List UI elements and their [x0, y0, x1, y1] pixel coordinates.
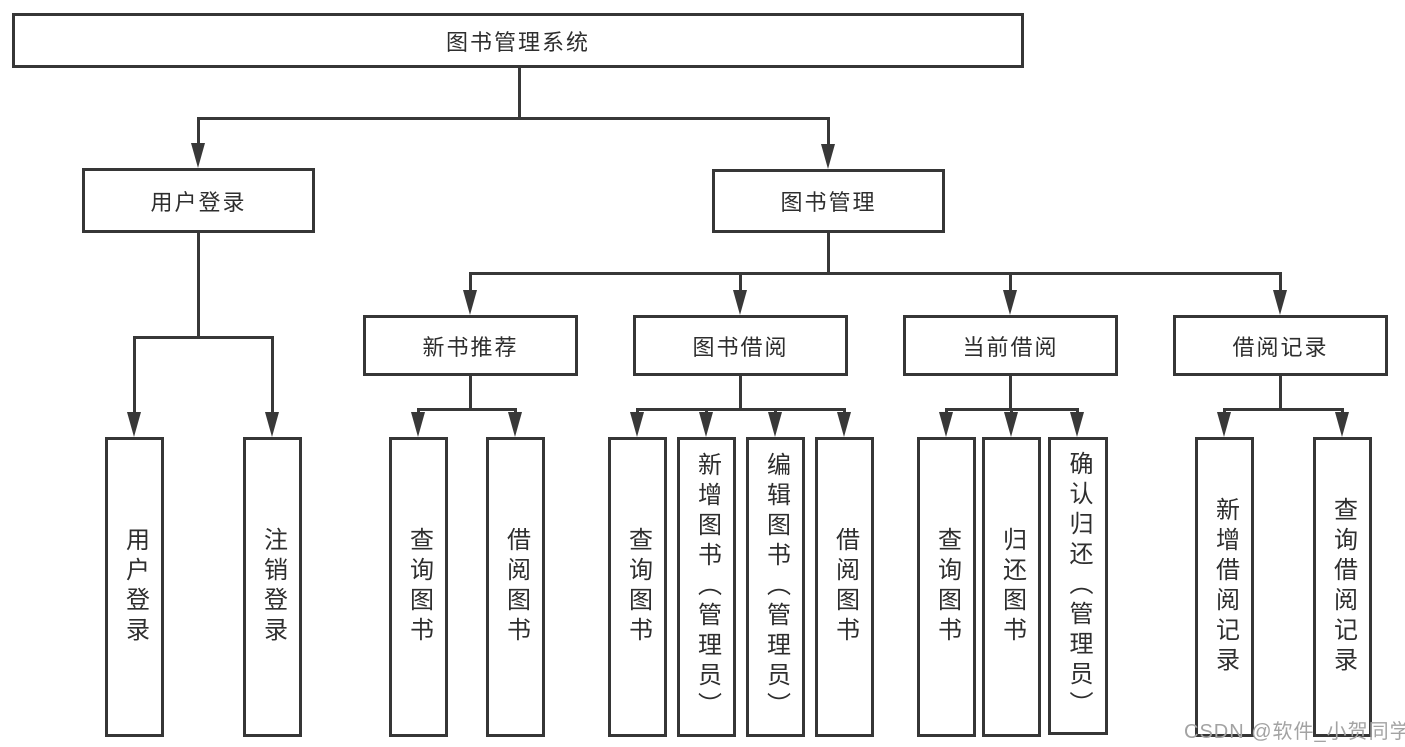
csdn-watermark: CSDN @软件_小贺同学 [1184, 721, 1405, 743]
arrowhead-down-icon [939, 412, 953, 437]
node-leaf-add-books-admin: 新增图书（管理员） [677, 437, 736, 737]
node-book-borrowing: 图书借阅 [633, 315, 848, 376]
node-user-login: 用户登录 [82, 168, 315, 233]
arrowhead-down-icon [1004, 412, 1018, 437]
node-leaf-logout: 注销登录 [243, 437, 302, 737]
arrowhead-down-icon [821, 144, 835, 169]
node-label: 用户登录 [121, 527, 149, 647]
connector-line [197, 117, 200, 146]
connector-line [417, 408, 517, 411]
node-label: 借阅图书 [831, 527, 859, 647]
connector-line [469, 272, 472, 292]
node-book-management: 图书管理 [712, 169, 945, 233]
node-label: 图书借阅 [692, 334, 789, 360]
node-new-book-recommend: 新书推荐 [363, 315, 578, 376]
node-leaf-borrow-books: 借阅图书 [486, 437, 545, 737]
node-label: 图书管理 [780, 190, 877, 215]
node-label: 新增借阅记录 [1211, 497, 1239, 677]
node-leaf-user-login: 用户登录 [105, 437, 164, 737]
arrowhead-down-icon [699, 412, 713, 437]
arrowhead-down-icon [127, 412, 141, 437]
connector-line [197, 233, 200, 339]
arrowhead-down-icon [837, 412, 851, 437]
arrowhead-down-icon [733, 290, 747, 315]
node-leaf-return-books: 归还图书 [982, 437, 1041, 737]
connector-line [133, 336, 136, 415]
node-leaf-confirm-return-admin: 确认归还（管理员） [1048, 437, 1108, 735]
node-label: 查询图书 [933, 527, 961, 647]
arrowhead-down-icon [1003, 290, 1017, 315]
arrowhead-down-icon [508, 412, 522, 437]
connector-line [1009, 272, 1012, 292]
connector-line [469, 272, 1282, 275]
connector-line [518, 68, 521, 118]
node-label: 确认归还（管理员） [1065, 451, 1092, 721]
node-label: 当前借阅 [962, 334, 1059, 360]
arrowhead-down-icon [411, 412, 425, 437]
node-leaf-borrow-books: 借阅图书 [815, 437, 874, 737]
connector-line [271, 336, 274, 415]
connector-line [739, 376, 742, 411]
arrowhead-down-icon [1217, 412, 1231, 437]
node-borrowing-records: 借阅记录 [1173, 315, 1388, 376]
arrowhead-down-icon [1070, 412, 1084, 437]
node-label: 借阅图书 [502, 527, 530, 647]
node-label: 新增图书（管理员） [693, 452, 721, 722]
node-leaf-query-books: 查询图书 [608, 437, 667, 737]
connector-line [1279, 272, 1282, 292]
node-label: 注销登录 [259, 527, 287, 647]
connector-line [827, 233, 830, 275]
connector-line [636, 408, 846, 411]
arrowhead-down-icon [768, 412, 782, 437]
node-leaf-add-borrow-record: 新增借阅记录 [1195, 437, 1254, 737]
arrowhead-down-icon [463, 290, 477, 315]
node-library-management-system: 图书管理系统 [12, 13, 1024, 68]
node-current-borrowing: 当前借阅 [903, 315, 1118, 376]
connector-line [197, 117, 830, 120]
node-label: 新书推荐 [422, 334, 519, 360]
connector-line [1009, 376, 1012, 411]
arrowhead-down-icon [1273, 290, 1287, 315]
arrowhead-down-icon [191, 143, 205, 168]
node-label: 归还图书 [998, 527, 1026, 647]
node-label: 借阅记录 [1232, 334, 1329, 360]
connector-line [133, 336, 274, 339]
connector-line [739, 272, 742, 292]
node-label: 编辑图书（管理员） [762, 452, 790, 722]
node-leaf-query-books: 查询图书 [917, 437, 976, 737]
arrowhead-down-icon [1335, 412, 1349, 437]
node-label: 用户登录 [150, 189, 247, 215]
connector-line [827, 117, 830, 146]
connector-line [1279, 376, 1282, 411]
node-label: 查询图书 [405, 527, 433, 647]
node-leaf-query-borrow-record: 查询借阅记录 [1313, 437, 1372, 737]
arrowhead-down-icon [630, 412, 644, 437]
node-label: 查询图书 [624, 527, 652, 647]
arrowhead-down-icon [265, 412, 279, 437]
node-label: 图书管理系统 [445, 29, 590, 55]
node-leaf-edit-books-admin: 编辑图书（管理员） [746, 437, 805, 737]
connector-line [1223, 408, 1343, 411]
node-leaf-query-books: 查询图书 [389, 437, 448, 737]
node-label: 查询借阅记录 [1329, 497, 1357, 677]
connector-line [469, 376, 472, 411]
